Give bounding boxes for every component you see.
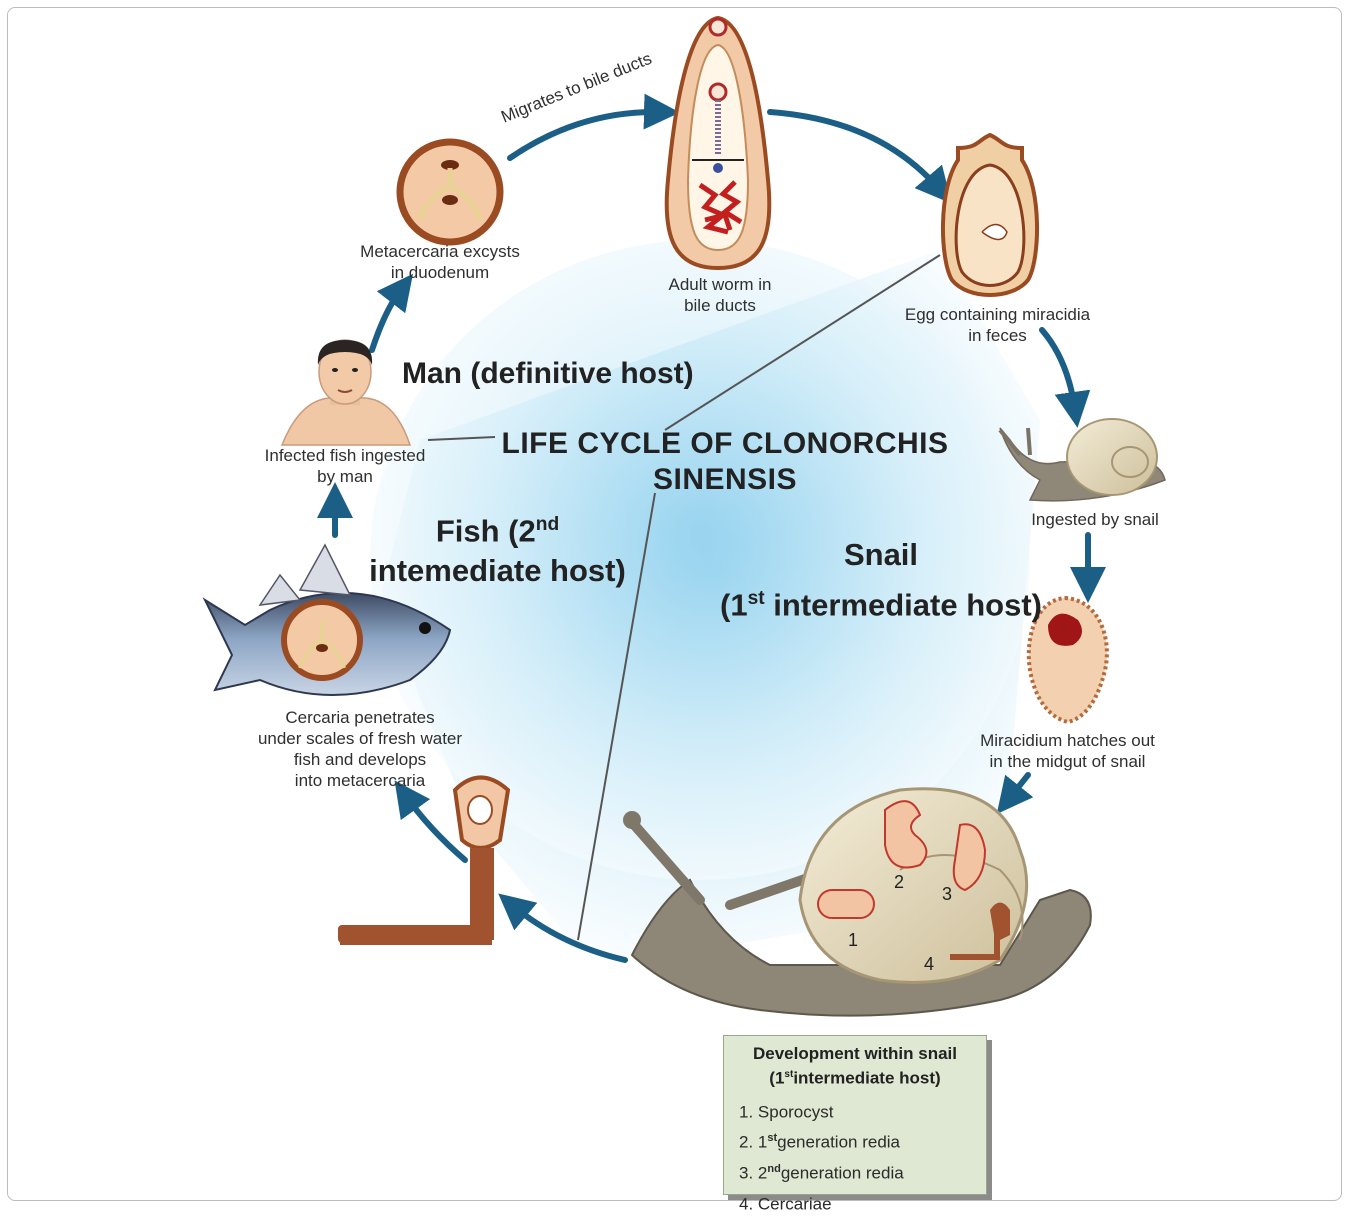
host-label-man: Man (definitive host) (402, 357, 694, 391)
arrow-to-big-snail (1008, 775, 1028, 800)
diagram-title: LIFE CYCLE OF CLONORCHIS SINENSIS (475, 427, 975, 497)
snail-host-line-2: (1st intermediate host) (706, 577, 1056, 627)
label-metacercaria: Metacercaria excysts in duodenum (345, 241, 535, 283)
label-egg: Egg containing miracidia in feces (885, 304, 1110, 346)
adult-worm-illustration (667, 18, 770, 268)
legend-item: 1. Sporocyst (739, 1095, 986, 1126)
egg-illustration (943, 135, 1037, 295)
snail-number-4: 4 (924, 954, 934, 975)
title-line-1: LIFE CYCLE OF CLONORCHIS (475, 427, 975, 461)
arrow-to-adult-worm (510, 112, 662, 158)
man-illustration (282, 340, 410, 445)
label-adult-worm: Adult worm in bile ducts (640, 274, 800, 316)
label-infected-fish: Infected fish ingested by man (245, 445, 445, 487)
arrow-to-egg (770, 112, 940, 190)
snail-number-2: 2 (894, 872, 904, 893)
development-legend-box: Development within snail (1stintermediat… (723, 1035, 987, 1195)
legend-item: 3. 2ndgeneration redia (739, 1156, 986, 1187)
title-line-2: SINENSIS (475, 463, 975, 497)
label-miracidium: Miracidium hatches out in the midgut of … (960, 730, 1175, 772)
fish-host-line-1: Fish (2nd (360, 505, 635, 551)
snail-number-1: 1 (848, 930, 858, 951)
legend-item: 4. Cercariae (739, 1187, 986, 1217)
snail-number-3: 3 (942, 884, 952, 905)
legend-list: 1. Sporocyst 2. 1stgeneration redia 3. 2… (739, 1095, 986, 1217)
metacercaria-cyst-illustration (400, 142, 500, 242)
cercaria-illustration (338, 778, 508, 946)
legend-item: 2. 1stgeneration redia (739, 1125, 986, 1156)
host-label-snail: Snail (1st intermediate host) (706, 533, 1056, 627)
snail-host-line-1: Snail (706, 533, 1056, 577)
label-ingested-snail: Ingested by snail (1020, 509, 1170, 530)
legend-heading: Development within snail (1stintermediat… (724, 1043, 986, 1089)
host-label-fish: Fish (2nd intemediate host) (360, 505, 635, 591)
label-cercaria: Cercaria penetrates under scales of fres… (240, 707, 480, 791)
fish-host-line-2: intemediate host) (360, 551, 635, 591)
arrow-to-metacercaria (372, 288, 402, 350)
